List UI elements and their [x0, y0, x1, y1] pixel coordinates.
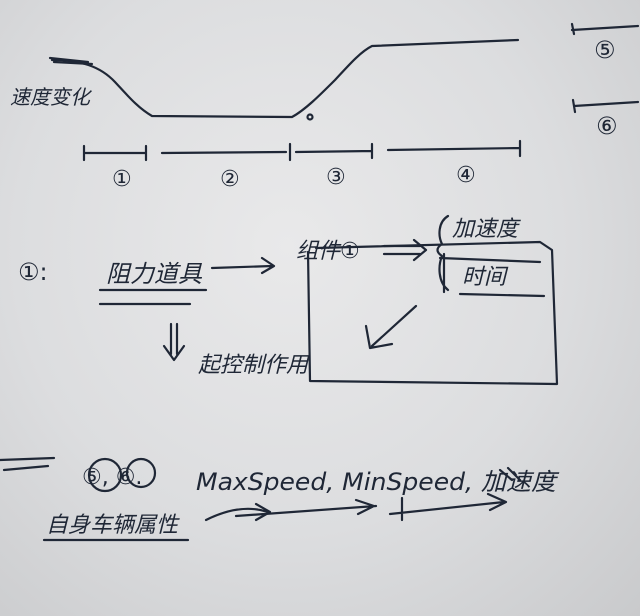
- brace: [436, 214, 450, 292]
- obstacle-text: 阻力道具: [106, 260, 203, 288]
- speed-curve: [50, 38, 520, 119]
- right-bar-6: [571, 98, 640, 114]
- double-arrow: [382, 238, 428, 262]
- segment-bar-2: [160, 142, 292, 162]
- attr-arrow-1: [204, 502, 272, 522]
- param-accel: 加速度: [452, 217, 521, 242]
- curve-label: 速度变化: [10, 85, 93, 109]
- right-label-6: ⑥: [596, 112, 618, 140]
- control-text: 起控制作用: [198, 353, 310, 378]
- segment-bar-1: [82, 144, 148, 162]
- segment-label-1: ①: [112, 167, 132, 192]
- attr-arrow-3: [388, 492, 508, 522]
- box-arrow: [364, 304, 418, 350]
- right-label-5: ⑤: [594, 36, 616, 64]
- row2-scribble: [0, 456, 56, 472]
- curve-dot: [306, 113, 314, 121]
- arrow-to-component: [210, 256, 276, 275]
- attr-arrow-2: [234, 498, 378, 518]
- obstacle-underline: [98, 288, 208, 306]
- param-divider: [438, 252, 546, 298]
- row2-items: ⑤, ⑥.: [82, 465, 142, 490]
- down-arrow: [162, 322, 186, 362]
- circle-5: [87, 457, 123, 493]
- segment-bar-4: [386, 139, 522, 158]
- param-time: 时间: [462, 265, 509, 290]
- curve-start-scribble: [48, 56, 94, 66]
- row2-note: 自身车辆属性: [46, 513, 180, 538]
- segment-label-3: ③: [326, 165, 346, 190]
- segment-bar-3: [294, 142, 374, 160]
- right-bar-5: [570, 22, 640, 36]
- segment-label-4: ④: [456, 163, 476, 188]
- row1-item: ①:: [18, 258, 48, 286]
- row2-params: MaxSpeed, MinSpeed, 加速度: [196, 468, 560, 496]
- circle-6: [125, 457, 157, 489]
- attr-arrow-4: [498, 466, 522, 482]
- segment-label-2: ②: [220, 167, 240, 192]
- param-box: [306, 240, 559, 386]
- component-text: 组件①: [296, 239, 360, 264]
